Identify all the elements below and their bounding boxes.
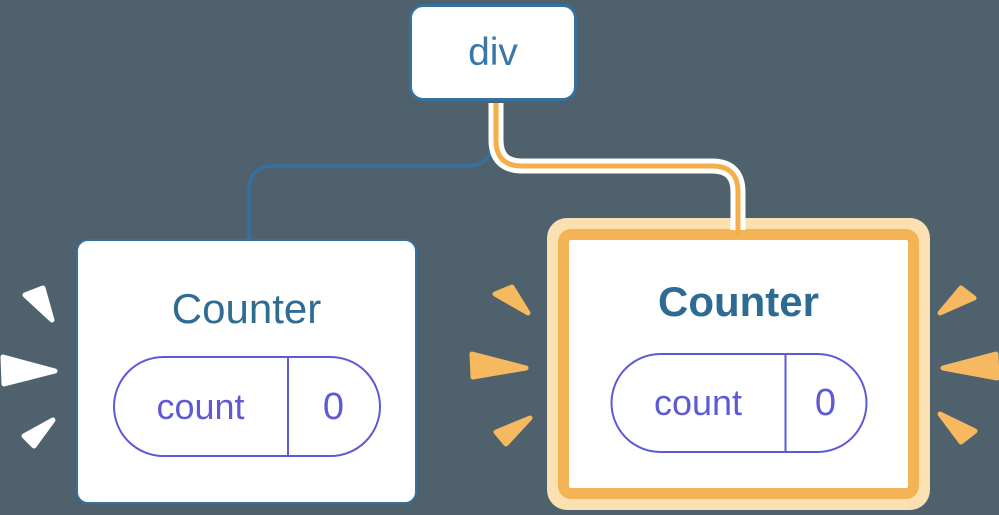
counter-title: Counter bbox=[658, 278, 819, 325]
counter-card-right-inner: Counter count 0 bbox=[558, 229, 919, 499]
spark-icon bbox=[469, 351, 529, 380]
state-key-label: count bbox=[156, 385, 245, 427]
edge-div-to-right-counter-casing bbox=[488, 103, 746, 230]
spark-icon bbox=[940, 351, 999, 381]
spark-icon bbox=[22, 285, 55, 323]
counter-card-right: Counter count 0 bbox=[547, 218, 930, 510]
spark-icon bbox=[937, 285, 977, 316]
state-value-cell: 0 bbox=[786, 355, 865, 451]
state-pill: count 0 bbox=[112, 356, 381, 457]
spark-icon bbox=[937, 411, 978, 445]
spark-icon bbox=[21, 417, 56, 449]
state-key-label: count bbox=[653, 382, 743, 423]
spark-icon bbox=[492, 284, 531, 316]
counter-title: Counter bbox=[171, 285, 322, 332]
state-value-label: 0 bbox=[322, 385, 345, 428]
state-key-cell: count bbox=[612, 355, 786, 451]
div-node: div bbox=[409, 4, 577, 101]
edge-div-to-right-counter bbox=[493, 103, 741, 236]
state-value-label: 0 bbox=[814, 382, 837, 424]
counter-card-left: Counter count 0 bbox=[76, 239, 417, 504]
state-key-cell: count bbox=[115, 358, 289, 455]
sparks-left-counter bbox=[0, 285, 58, 449]
div-node-label: div bbox=[468, 31, 518, 74]
spark-icon bbox=[0, 354, 58, 387]
state-pill: count 0 bbox=[610, 353, 867, 453]
spark-icon bbox=[493, 415, 533, 447]
sparks-right-counter-right bbox=[937, 285, 999, 445]
sparks-right-counter-left bbox=[469, 284, 533, 447]
state-value-cell: 0 bbox=[289, 358, 379, 455]
edge-div-to-left-counter bbox=[247, 103, 494, 241]
